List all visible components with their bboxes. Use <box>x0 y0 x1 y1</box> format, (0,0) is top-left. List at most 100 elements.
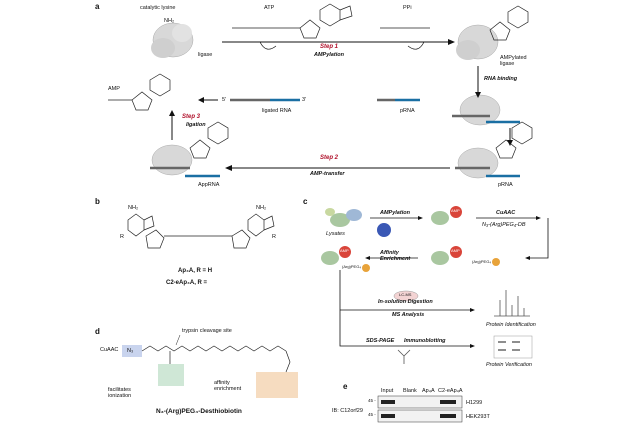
panel-d-n3-label: N₃ <box>127 348 134 354</box>
argpeg-badge-1: (Arg)PEG₄ <box>342 264 361 269</box>
affinity-enrichment-label: Affinity Enrichment <box>380 250 411 263</box>
band-hek-c2 <box>440 414 456 418</box>
step1-sub: AMPylation <box>314 52 344 58</box>
antibody-icon <box>397 349 411 364</box>
ms-spectrum-icon <box>494 290 530 317</box>
amp-protein-icon-1 <box>431 206 462 225</box>
panel-c-letter: c <box>303 197 308 206</box>
atp-label: ATP <box>264 5 275 11</box>
ampylation-label: AMPylation <box>380 210 410 216</box>
step3-sub: ligation <box>186 122 206 128</box>
cuaac-arrow <box>476 216 549 260</box>
ligated-rna-label: ligated RNA <box>262 108 292 114</box>
ampylation-enzyme-icon <box>377 223 391 237</box>
affinity-enrichment-d-label: affinity enrichment <box>214 380 242 393</box>
mw-bottom-label: 45 - <box>368 412 376 417</box>
five-prime-label: 5' <box>222 97 227 103</box>
band-h1299-c2 <box>440 400 456 404</box>
amp-protein-icon-3 <box>321 246 370 272</box>
ppi-label: PPi <box>403 5 412 11</box>
compound-ap4a-label: Ap₄A, R = H <box>178 268 213 274</box>
amp-badge-3: AMP <box>340 248 349 253</box>
workflow-branch-lines <box>339 270 475 348</box>
prna-mid-right <box>452 114 520 124</box>
amp-transfer-down-arrow <box>507 128 513 146</box>
panel-a-left-arrow <box>198 97 218 103</box>
facilitates-ionization-label: facilitates ionization <box>108 387 132 400</box>
step3-arrow <box>169 110 175 140</box>
n3-highlight-box <box>122 345 142 357</box>
ampylation-arrow <box>370 216 423 220</box>
apprna-strand <box>150 166 220 178</box>
ms-analysis-label: MS Analysis <box>392 312 425 318</box>
amp-on-ligase <box>489 5 529 41</box>
step1-arrow <box>222 39 455 50</box>
step2-sub: AMP-transfer <box>310 171 345 177</box>
panel-d-cuaac-label: CuAAC <box>100 347 119 353</box>
panel-b-nh2-left: NH₂ <box>128 205 139 211</box>
panel-b-r-left: R <box>120 234 124 240</box>
lcms-icon <box>393 290 419 302</box>
step2-title: Step 2 <box>320 155 339 161</box>
col-input: Input <box>381 388 394 394</box>
band-h1299-input <box>381 400 395 404</box>
ampylated-ligase-protein <box>456 24 499 60</box>
band-hek-input <box>381 414 395 418</box>
cell-line-h1299: H1299 <box>466 400 483 406</box>
prna-strand-bottom <box>455 166 520 178</box>
sds-page-label: SDS-PAGE <box>366 338 395 344</box>
three-prime-label: 3' <box>302 97 307 103</box>
ib-row-label: IB: C12orf29 <box>332 408 363 414</box>
step1-title: Step 1 <box>320 44 339 50</box>
apprna-label: AppRNA <box>198 182 220 188</box>
panel-b-letter: b <box>95 197 100 206</box>
compound-c2-eap4a-label: C2-eAp₄A, R = <box>166 280 208 286</box>
panel-d-title: N₃-(Arg)PEG₄-Desthiobiotin <box>156 408 242 415</box>
lysates-label: Lysates <box>326 231 345 237</box>
panel-b-nh2-right: NH₂ <box>256 205 267 211</box>
mw-top-label: 45 - <box>368 398 376 403</box>
lysate-icon <box>325 208 362 227</box>
rna-binding-arrow <box>475 66 481 98</box>
col-ap4a: Ap₄A <box>422 388 435 394</box>
affinity-enrichment-arrow <box>365 256 418 260</box>
nh2-label: NH₂ <box>164 18 175 24</box>
lcms-badge: LC-MS <box>399 292 412 297</box>
ligase-label: ligase <box>198 52 213 58</box>
cell-line-hek293t: HEK293T <box>466 414 490 420</box>
prna-label-top: pRNA <box>400 108 415 114</box>
argpeg-badge-2: (Arg)PEG₄ <box>472 259 491 264</box>
protein-identification-label: Protein Identification <box>486 322 536 328</box>
trypsin-pointer <box>175 334 181 346</box>
amp-badge-1: AMP <box>451 208 460 213</box>
ligase-rna-bound <box>459 94 501 126</box>
catalytic-lysine-label: catalytic lysine <box>140 5 176 11</box>
protein-verification-label: Protein Verification <box>486 362 532 368</box>
ligase-protein-left <box>151 22 194 58</box>
amp-label: AMP <box>108 86 120 92</box>
desthiobiotin-highlight-box <box>256 372 298 398</box>
rna-binding-label: RNA binding <box>484 76 518 82</box>
prna-label-bottom: pRNA <box>498 182 513 188</box>
trypsin-site-label: trypsin cleavage site <box>182 328 232 334</box>
cuaac-reagent-label: N₃-(Arg)PEG₄-DB <box>482 222 526 228</box>
ampylated-ligase-label: AMPylated ligase <box>500 55 527 68</box>
panel-e-letter: e <box>343 382 348 391</box>
step3-title: Step 3 <box>182 114 201 120</box>
western-blot-icon <box>493 335 533 359</box>
blot-strip-h1299 <box>377 395 463 409</box>
cuaac-label: CuAAC <box>496 210 516 216</box>
amp-protein-icon-2 <box>431 246 500 266</box>
amp-structure <box>108 73 171 111</box>
col-blank: Blank <box>403 388 417 394</box>
step2-arrow <box>225 165 450 171</box>
amp-badge-2: AMP <box>451 248 460 253</box>
linker-structure <box>141 345 291 373</box>
arginine-highlight-box <box>158 364 184 386</box>
amp-transfer-structure <box>189 121 533 159</box>
